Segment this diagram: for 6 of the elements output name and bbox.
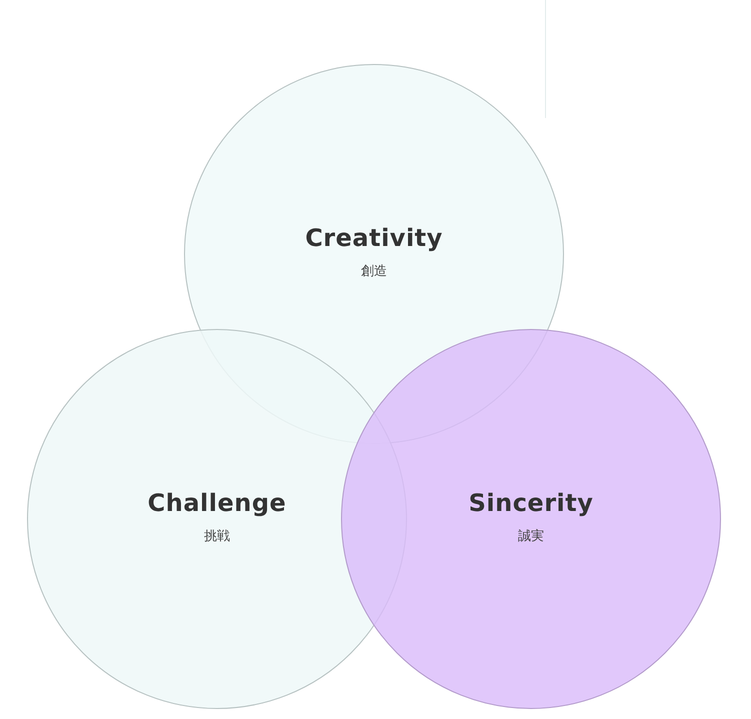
circle-title: Creativity bbox=[305, 224, 443, 252]
circle-subtitle: 誠実 bbox=[518, 528, 544, 545]
circle-subtitle: 挑戦 bbox=[204, 528, 230, 545]
circle-title: Challenge bbox=[148, 489, 286, 517]
circle-title: Sincerity bbox=[468, 489, 594, 517]
circle-subtitle: 創造 bbox=[361, 263, 387, 280]
